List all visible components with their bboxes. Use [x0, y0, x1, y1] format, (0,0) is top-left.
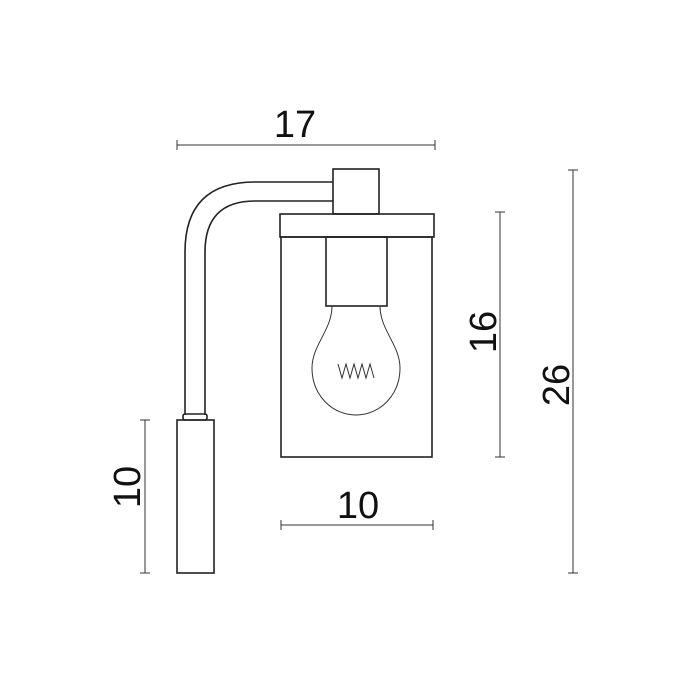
dimension-label: 17: [274, 104, 316, 146]
lamp-arm: [182, 181, 333, 421]
bulb-socket: [325, 236, 388, 307]
arm-mount-block: [332, 168, 380, 215]
bulb-icon: [311, 305, 401, 416]
dimension-label: 26: [536, 364, 578, 406]
arm-collar: [182, 413, 208, 421]
bulb-filament: [337, 362, 375, 380]
dimension-label: 16: [463, 311, 505, 353]
dimension-shade-height: 16: [463, 211, 505, 458]
dimension-backplate-height: 10: [107, 419, 150, 574]
canopy-plate: [279, 213, 435, 238]
dimension-label: 10: [337, 485, 379, 527]
glass-shade: [280, 236, 433, 458]
dimension-total-width: 17: [176, 104, 436, 150]
dimension-label: 10: [107, 466, 149, 508]
wall-backplate: [176, 419, 215, 574]
dimension-total-height: 26: [536, 169, 578, 574]
dimension-shade-width: 10: [280, 485, 434, 530]
